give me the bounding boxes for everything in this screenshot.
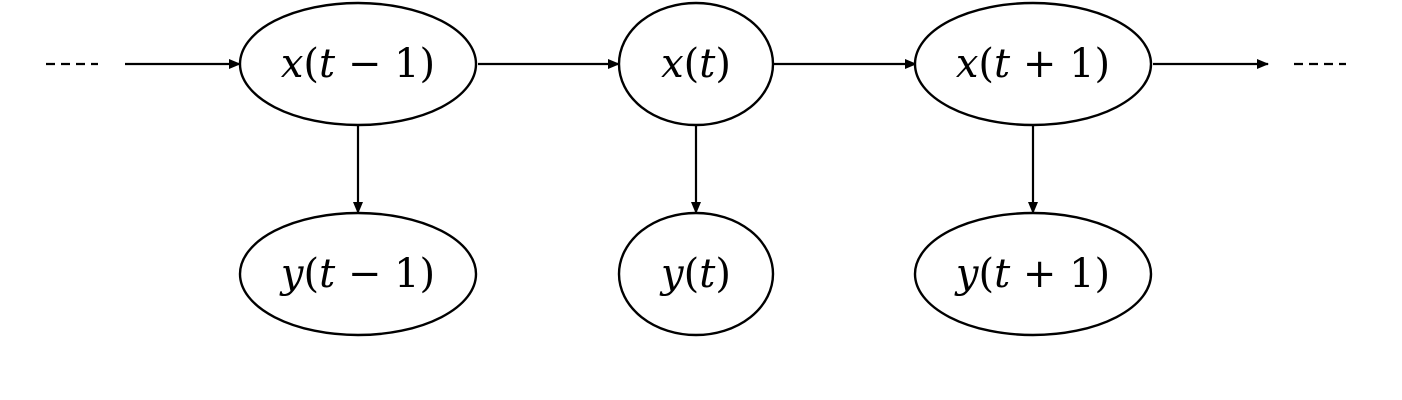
node-x-prev-label: x(t − 1) bbox=[281, 41, 435, 87]
node-x-curr-shape bbox=[617, 1, 775, 127]
edges bbox=[125, 59, 1269, 214]
node-x-prev-shape bbox=[238, 1, 478, 127]
node-x-prev: x(t − 1) bbox=[238, 1, 478, 127]
node-x-next-shape bbox=[913, 1, 1153, 127]
node-y-next-shape bbox=[913, 211, 1153, 337]
node-y-next-label: y(t + 1) bbox=[954, 251, 1110, 297]
node-x-next: x(t + 1) bbox=[913, 1, 1153, 127]
node-x-curr-label: x(t) bbox=[661, 41, 731, 87]
node-y-curr-label: y(t) bbox=[659, 251, 731, 297]
node-y-curr-shape bbox=[617, 211, 775, 337]
node-y-prev-shape bbox=[238, 211, 478, 337]
node-y-curr: y(t) bbox=[617, 211, 775, 337]
node-x-curr: x(t) bbox=[617, 1, 775, 127]
node-x-next-label: x(t + 1) bbox=[956, 41, 1110, 87]
node-y-next: y(t + 1) bbox=[913, 211, 1153, 337]
node-y-prev: y(t − 1) bbox=[238, 211, 478, 337]
node-y-prev-label: y(t − 1) bbox=[279, 251, 435, 297]
